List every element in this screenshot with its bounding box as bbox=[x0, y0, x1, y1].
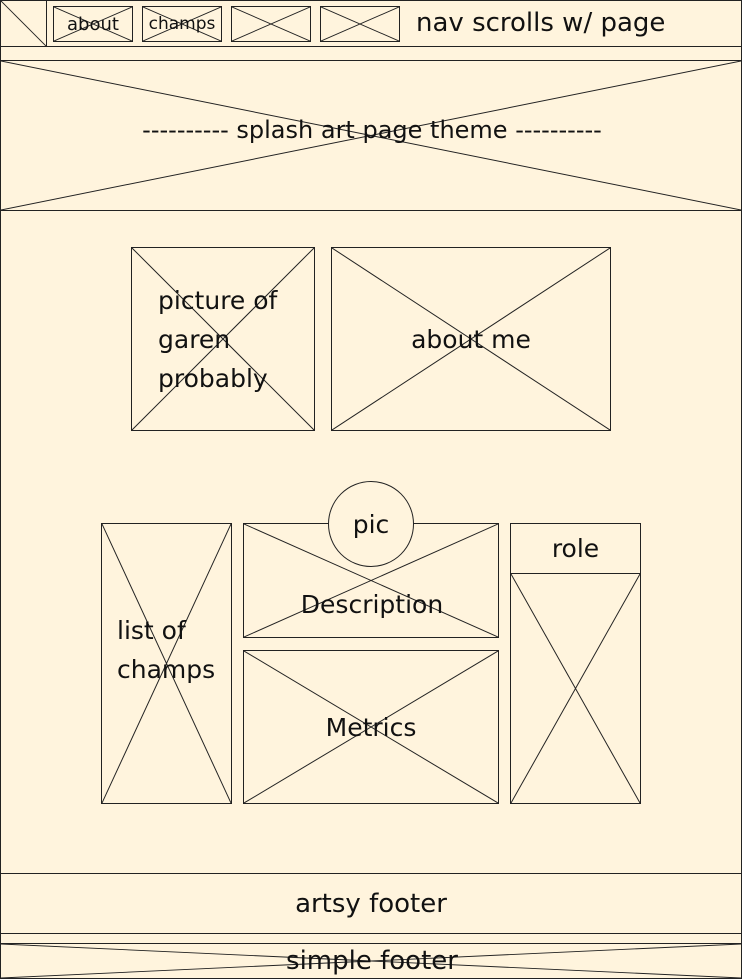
nav-item-about-label: about bbox=[67, 13, 119, 35]
garen-picture-label-line-3: probably bbox=[158, 364, 268, 393]
nav-item-about[interactable]: about bbox=[53, 6, 133, 42]
artsy-footer-label: artsy footer bbox=[295, 888, 447, 919]
placeholder-cross bbox=[1, 1, 46, 46]
about-me-section: about me bbox=[331, 247, 611, 431]
placeholder-cross bbox=[511, 574, 640, 803]
hero-splash: ---------- splash art page theme -------… bbox=[0, 60, 742, 211]
garen-picture-label-line-2: garen bbox=[158, 325, 231, 354]
about-me-label: about me bbox=[411, 324, 531, 354]
nav-item-champs-label: champs bbox=[148, 14, 216, 34]
artsy-footer: artsy footer bbox=[0, 873, 742, 934]
nav-item-placeholder-3[interactable] bbox=[231, 6, 311, 42]
champ-list-label-line-2: champs bbox=[117, 655, 216, 684]
champ-list-label-line-1: list of bbox=[117, 616, 186, 645]
metrics-section: Metrics bbox=[243, 650, 499, 804]
champ-pic-circle: pic bbox=[328, 481, 414, 567]
nav-item-placeholder-4[interactable] bbox=[320, 6, 400, 42]
description-label: Description bbox=[300, 590, 444, 619]
role-label: role bbox=[551, 534, 600, 563]
garen-picture-label-line-1: picture of bbox=[158, 286, 278, 315]
role-header: role bbox=[510, 523, 641, 574]
hero-label: ---------- splash art page theme -------… bbox=[142, 116, 602, 144]
garen-picture-label: picture of garen probably bbox=[158, 281, 277, 398]
nav-scroll-note: nav scrolls w/ page bbox=[416, 8, 666, 38]
garen-picture-placeholder: picture of garen probably bbox=[131, 247, 315, 431]
champ-list-label: list of champs bbox=[117, 611, 215, 689]
champ-list-placeholder: list of champs bbox=[101, 523, 232, 804]
simple-footer: simple footer bbox=[0, 943, 742, 979]
nav-logo-placeholder[interactable] bbox=[0, 0, 47, 47]
champ-pic-label: pic bbox=[352, 509, 390, 539]
placeholder-cross bbox=[232, 7, 310, 41]
metrics-label: Metrics bbox=[325, 712, 417, 742]
simple-footer-label: simple footer bbox=[286, 946, 458, 976]
nav-item-champs[interactable]: champs bbox=[142, 6, 222, 42]
placeholder-cross bbox=[321, 7, 399, 41]
role-image-placeholder bbox=[510, 573, 641, 804]
